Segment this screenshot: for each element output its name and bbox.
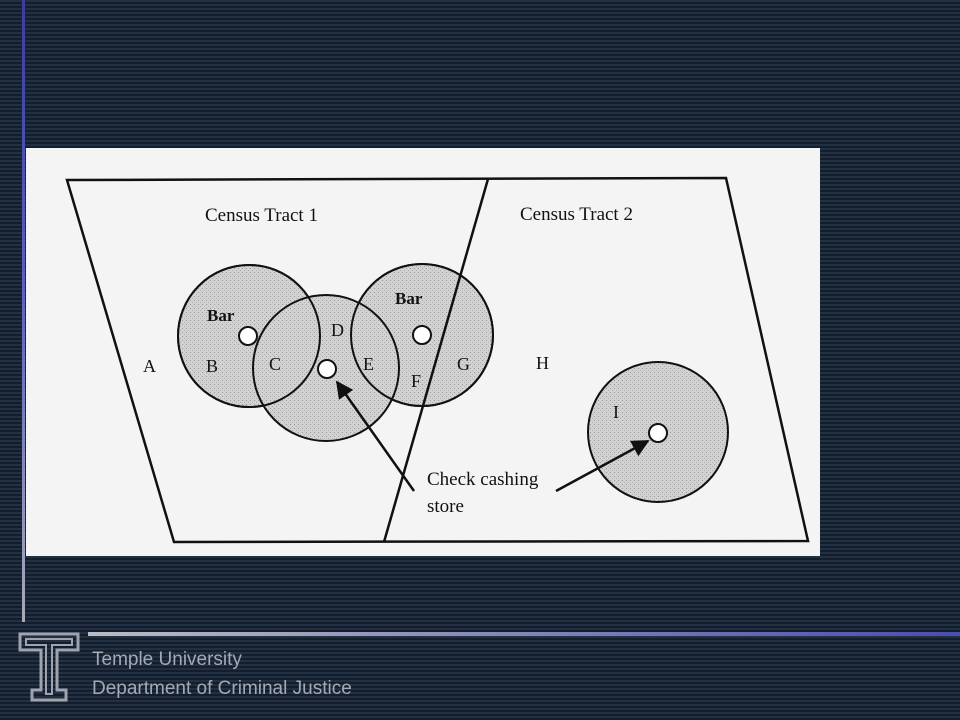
callout-text-line-2: store <box>427 496 464 517</box>
area-label-h: H <box>536 353 549 373</box>
area-label-e: E <box>363 354 374 374</box>
check-cashing-store-point-2 <box>648 423 668 443</box>
tract-boundary-line <box>382 178 490 543</box>
area-label-b: B <box>206 356 218 376</box>
area-label-i: I <box>613 402 619 422</box>
bar-label-left: Bar <box>207 306 235 325</box>
census-tract-1-label: Census Tract 1 <box>205 205 318 226</box>
bar-buffer-left-outline <box>177 264 321 408</box>
area-label-f: F <box>411 371 421 391</box>
callout-text-line-1: Check cashing <box>427 469 539 490</box>
census-tract-2-label: Census Tract 2 <box>520 204 633 225</box>
callout-arrow-2 <box>555 439 650 493</box>
bar-point-left <box>238 326 258 346</box>
area-label-g: G <box>457 354 470 374</box>
footer-university-name: Temple University <box>92 649 242 670</box>
census-tracts-outline <box>65 176 810 544</box>
census-tract-diagram: Census Tract 1 Census Tract 2 Bar Bar A … <box>26 148 820 556</box>
diagram-svg: Census Tract 1 Census Tract 2 Bar Bar A … <box>65 176 810 544</box>
area-label-a: A <box>143 356 156 376</box>
area-label-c: C <box>269 354 281 374</box>
temple-university-logo <box>18 630 80 702</box>
decorative-vertical-line <box>22 0 25 622</box>
bar-label-right: Bar <box>395 289 423 308</box>
callout-arrow-1 <box>335 380 416 492</box>
footer-department-name: Department of Criminal Justice <box>92 678 352 699</box>
bar-point-right <box>412 325 432 345</box>
area-label-d: D <box>331 320 344 340</box>
check-cashing-store-point-1 <box>317 359 337 379</box>
decorative-horizontal-line <box>88 632 960 636</box>
